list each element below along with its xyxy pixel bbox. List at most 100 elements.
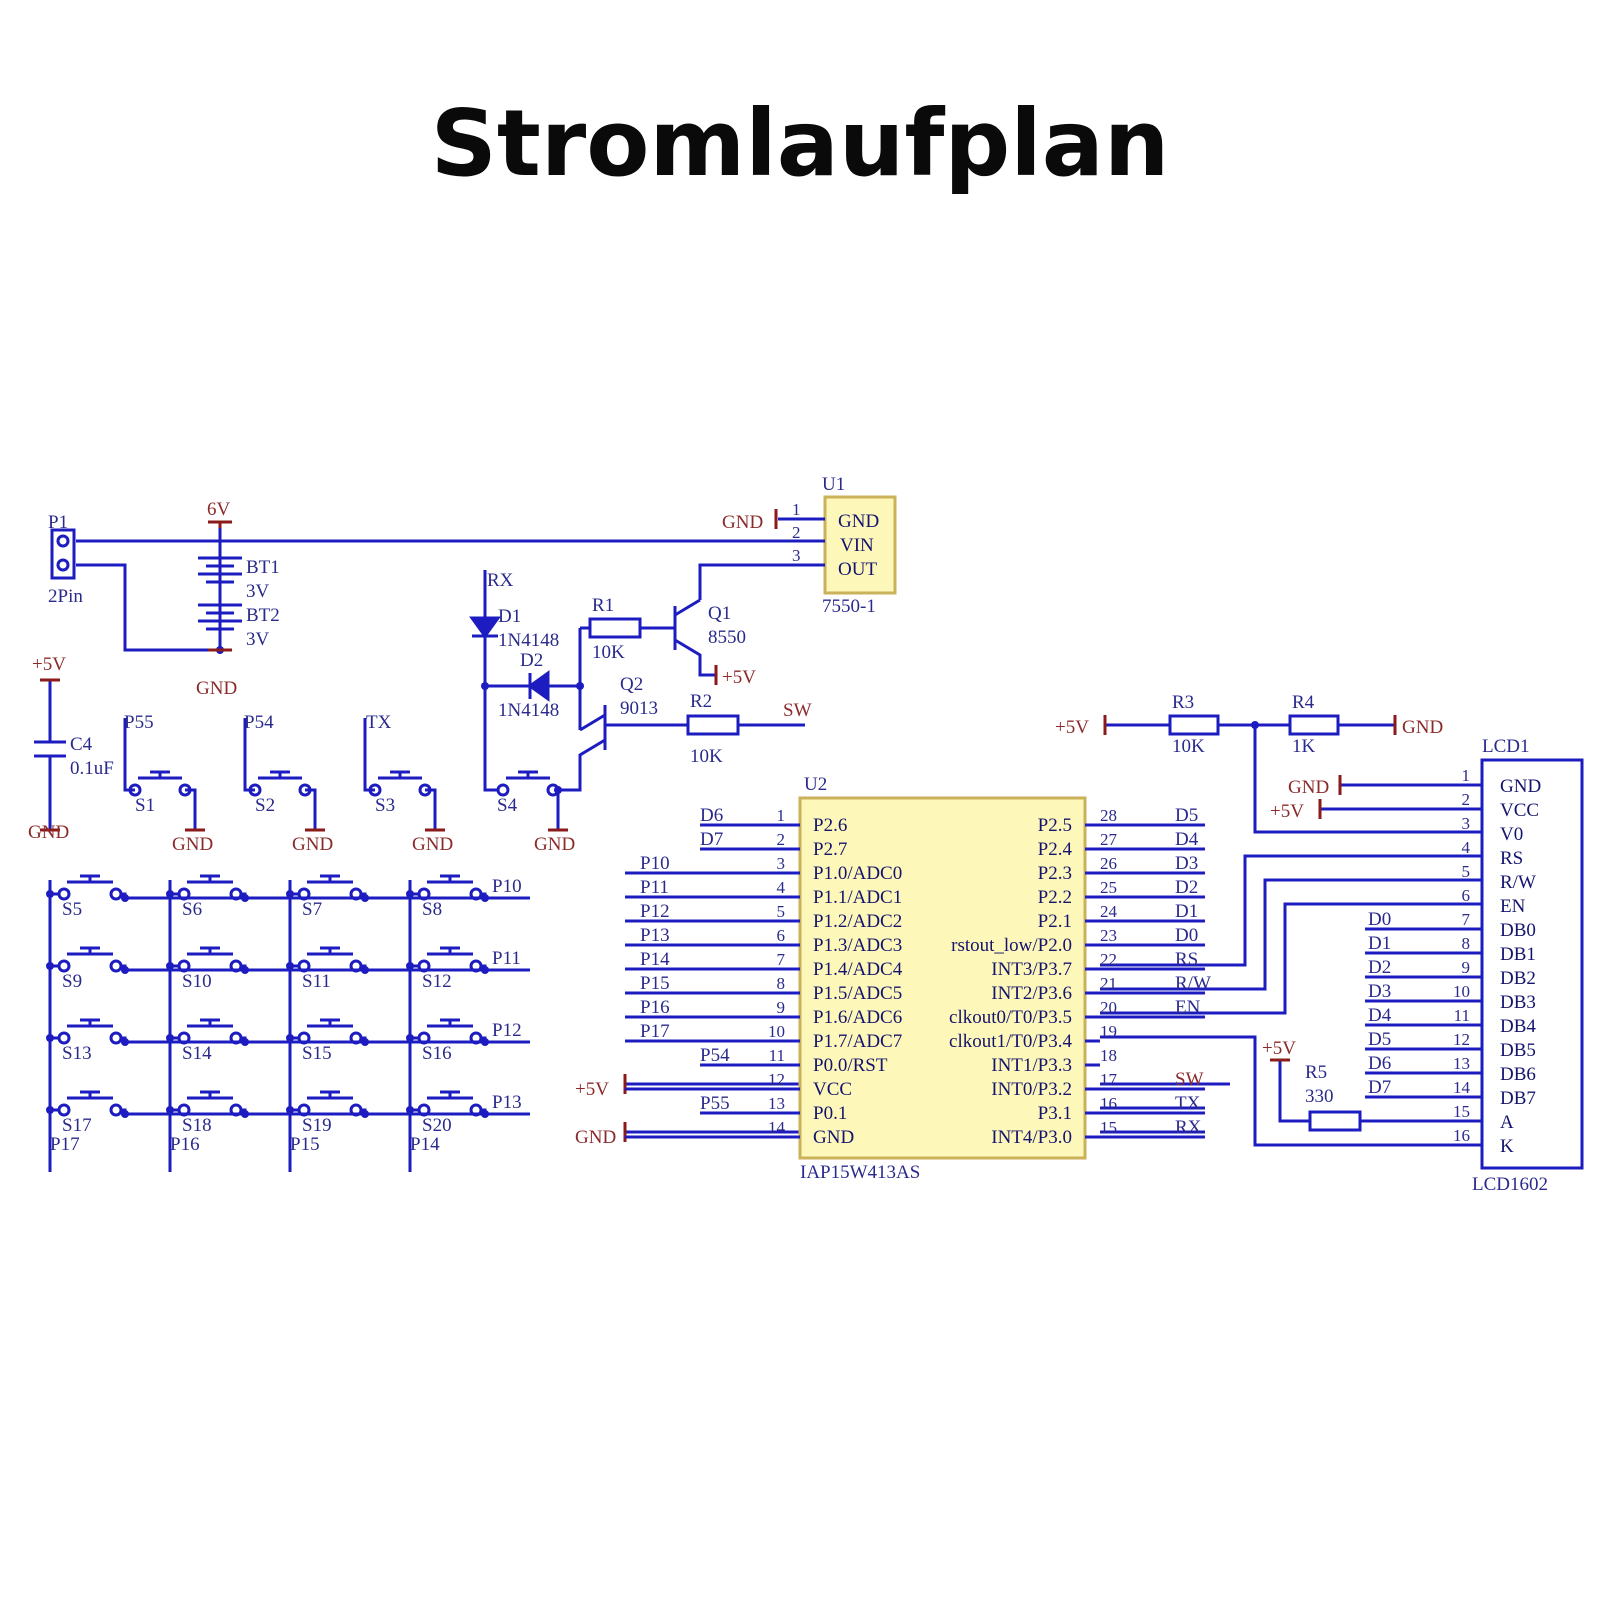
u1-pin-gnd: GND	[838, 511, 879, 532]
switch-contact	[349, 1031, 363, 1045]
wire-en	[1100, 902, 1482, 1015]
u2-pin-name: INT0/P3.2	[991, 1079, 1072, 1100]
u2-pin-number: 15	[1100, 1118, 1117, 1137]
s4-label: S4	[497, 795, 518, 816]
junction-dot	[166, 1034, 174, 1042]
d1-label: D1	[498, 606, 521, 627]
d1-value: 1N4148	[498, 630, 559, 651]
u2-net-label: P10	[640, 853, 670, 874]
u2-pin-number: 1	[777, 806, 786, 825]
switch-contact	[177, 1031, 191, 1045]
resistor-r4	[1288, 714, 1340, 736]
lcd-pin-name: RS	[1500, 848, 1523, 869]
u2-pin-name: P2.5	[1038, 815, 1072, 836]
u2-net-label: D2	[1175, 877, 1198, 898]
junction-dot	[121, 1110, 129, 1118]
u2-pin-name: GND	[813, 1127, 854, 1148]
gnd-label: GND	[196, 678, 237, 699]
switch-contact	[417, 1103, 431, 1117]
switch-actuator	[307, 946, 353, 956]
u2-pin-number: 25	[1100, 878, 1117, 897]
u2-pin-number: 9	[777, 998, 786, 1017]
p1-value: 2Pin	[48, 586, 83, 607]
lcd-pin-number: 7	[1462, 910, 1471, 929]
lcd-pin-name: VCC	[1500, 800, 1539, 821]
p1-connector	[50, 528, 76, 580]
switch-s1	[128, 770, 192, 797]
switch-contact	[57, 1031, 71, 1045]
switch-contact	[57, 1103, 71, 1117]
switch-actuator	[307, 1090, 353, 1100]
switch-actuator	[427, 946, 473, 956]
q2-label: Q2	[620, 674, 643, 695]
switch-label: S20	[422, 1115, 452, 1136]
switch-actuator	[67, 946, 113, 956]
u1-pin-num: 3	[792, 546, 801, 565]
lcd-net-label: D0	[1368, 909, 1391, 930]
bt1-label: BT1	[246, 557, 280, 578]
u2-pin-number: 6	[777, 926, 786, 945]
u2-pin-name: INT2/P3.6	[991, 983, 1072, 1004]
r5-label: R5	[1305, 1062, 1327, 1083]
u2-net-label: D0	[1175, 925, 1198, 946]
junction-dot	[361, 966, 369, 974]
switch-label: S12	[422, 971, 452, 992]
switch-contact	[109, 959, 123, 973]
switch-s2	[248, 770, 312, 797]
gnd-label: GND	[722, 512, 763, 533]
junction-dot	[286, 1034, 294, 1042]
p1-pin1	[56, 534, 70, 548]
u2-pin-name: clkout1/T0/P3.4	[949, 1031, 1072, 1052]
power-symbols	[40, 509, 1397, 1142]
u2-pin-name: P0.1	[813, 1103, 847, 1124]
u2-pin-name: VCC	[813, 1079, 852, 1100]
u2-pin-name: INT4/P3.0	[991, 1127, 1072, 1148]
switch-contact	[109, 1031, 123, 1045]
u2-net-label: P54	[700, 1045, 730, 1066]
u1-value: 7550-1	[822, 596, 876, 617]
lcd-pin-name: DB1	[1500, 944, 1536, 965]
gnd-label: GND	[1402, 717, 1443, 738]
wire-u1-out	[698, 563, 805, 600]
switch-actuator	[187, 1018, 233, 1028]
u2-net-label: P12	[640, 901, 670, 922]
lcd-net-label: D3	[1368, 981, 1391, 1002]
v5-label: +5V	[722, 667, 756, 688]
u2-net-label: D1	[1175, 901, 1198, 922]
v6-symbol	[208, 520, 232, 528]
junction-dot	[166, 962, 174, 970]
lcd-pin-name: DB7	[1500, 1088, 1536, 1109]
u2-pin-number: 11	[769, 1046, 785, 1065]
u2-pin-name: P1.4/ADC4	[813, 959, 903, 980]
r3-value: 10K	[1172, 736, 1205, 757]
junction-dot	[46, 962, 54, 970]
junction-dot	[576, 682, 584, 690]
lcd-pin-name: A	[1500, 1112, 1514, 1133]
u2-net-label: P16	[640, 997, 670, 1018]
lcd-pin-number: 13	[1453, 1054, 1470, 1073]
v5-label: +5V	[32, 654, 66, 675]
u2-pin-name: P2.1	[1038, 911, 1072, 932]
capacitor-c4	[34, 740, 66, 758]
u2-pin-number: 8	[777, 974, 786, 993]
u2-pin-name: P0.0/RST	[813, 1055, 888, 1076]
u2-pin-number: 5	[777, 902, 786, 921]
v5-label: +5V	[1270, 801, 1304, 822]
wire-q2-c	[579, 713, 606, 732]
r5-value: 330	[1305, 1086, 1334, 1107]
u2-net-label: SW	[1175, 1069, 1204, 1090]
junction-dot	[1251, 721, 1259, 729]
p55-label: P55	[124, 712, 154, 733]
q1-value: 8550	[708, 627, 746, 648]
u2-pin-number: 14	[768, 1118, 786, 1137]
u2-pin-number: 26	[1100, 854, 1117, 873]
switch-contact	[349, 1103, 363, 1117]
lcd-pin-number: 16	[1453, 1126, 1470, 1145]
lcd-pin-number: 3	[1462, 814, 1471, 833]
junction-dot	[481, 1038, 489, 1046]
wire-s1	[123, 718, 197, 830]
junction-dot	[406, 962, 414, 970]
r4-value: 1K	[1292, 736, 1316, 757]
junction-dot	[481, 894, 489, 902]
